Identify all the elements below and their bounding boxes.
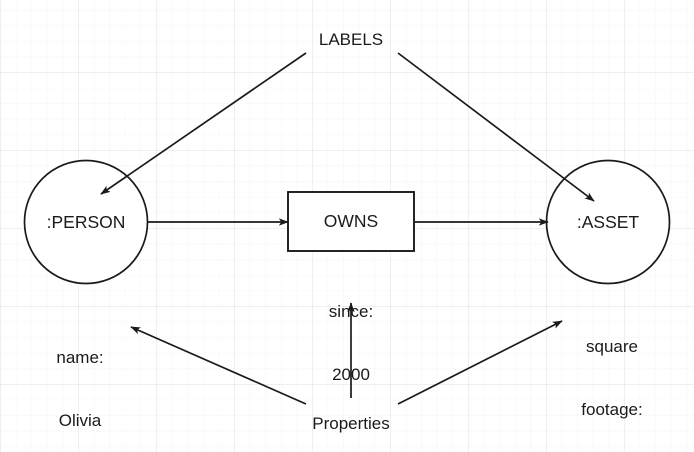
edge-labels-to-person [100,52,307,195]
edge-labels-to-asset [397,52,595,202]
relationship-property-value: 2000 [332,365,370,384]
person-property-callout: name: Olivia [56,305,103,452]
edge-properties-to-asset-property [397,320,563,405]
node-person-circle[interactable] [23,159,149,285]
edge-properties-to-person-property [130,326,307,405]
relationship-property-key: since: [328,302,374,321]
asset-property-key-line2: footage: [581,400,643,419]
person-property-key: name: [56,348,104,367]
labels-annotation-text: LABELS [318,30,384,49]
properties-annotation-text: Properties [312,414,390,433]
relationship-owns-box[interactable] [287,191,415,252]
node-asset-label: :ASSET [576,212,640,232]
relationship-owns-label: OWNS [323,211,379,231]
asset-property-callout: square footage: 3000 [581,294,642,452]
node-person-label: :PERSON [46,212,126,232]
relationship-property-callout: since: 2000 [329,259,373,427]
person-property-value: Olivia [58,411,102,430]
asset-property-key-line1: square [586,337,638,356]
